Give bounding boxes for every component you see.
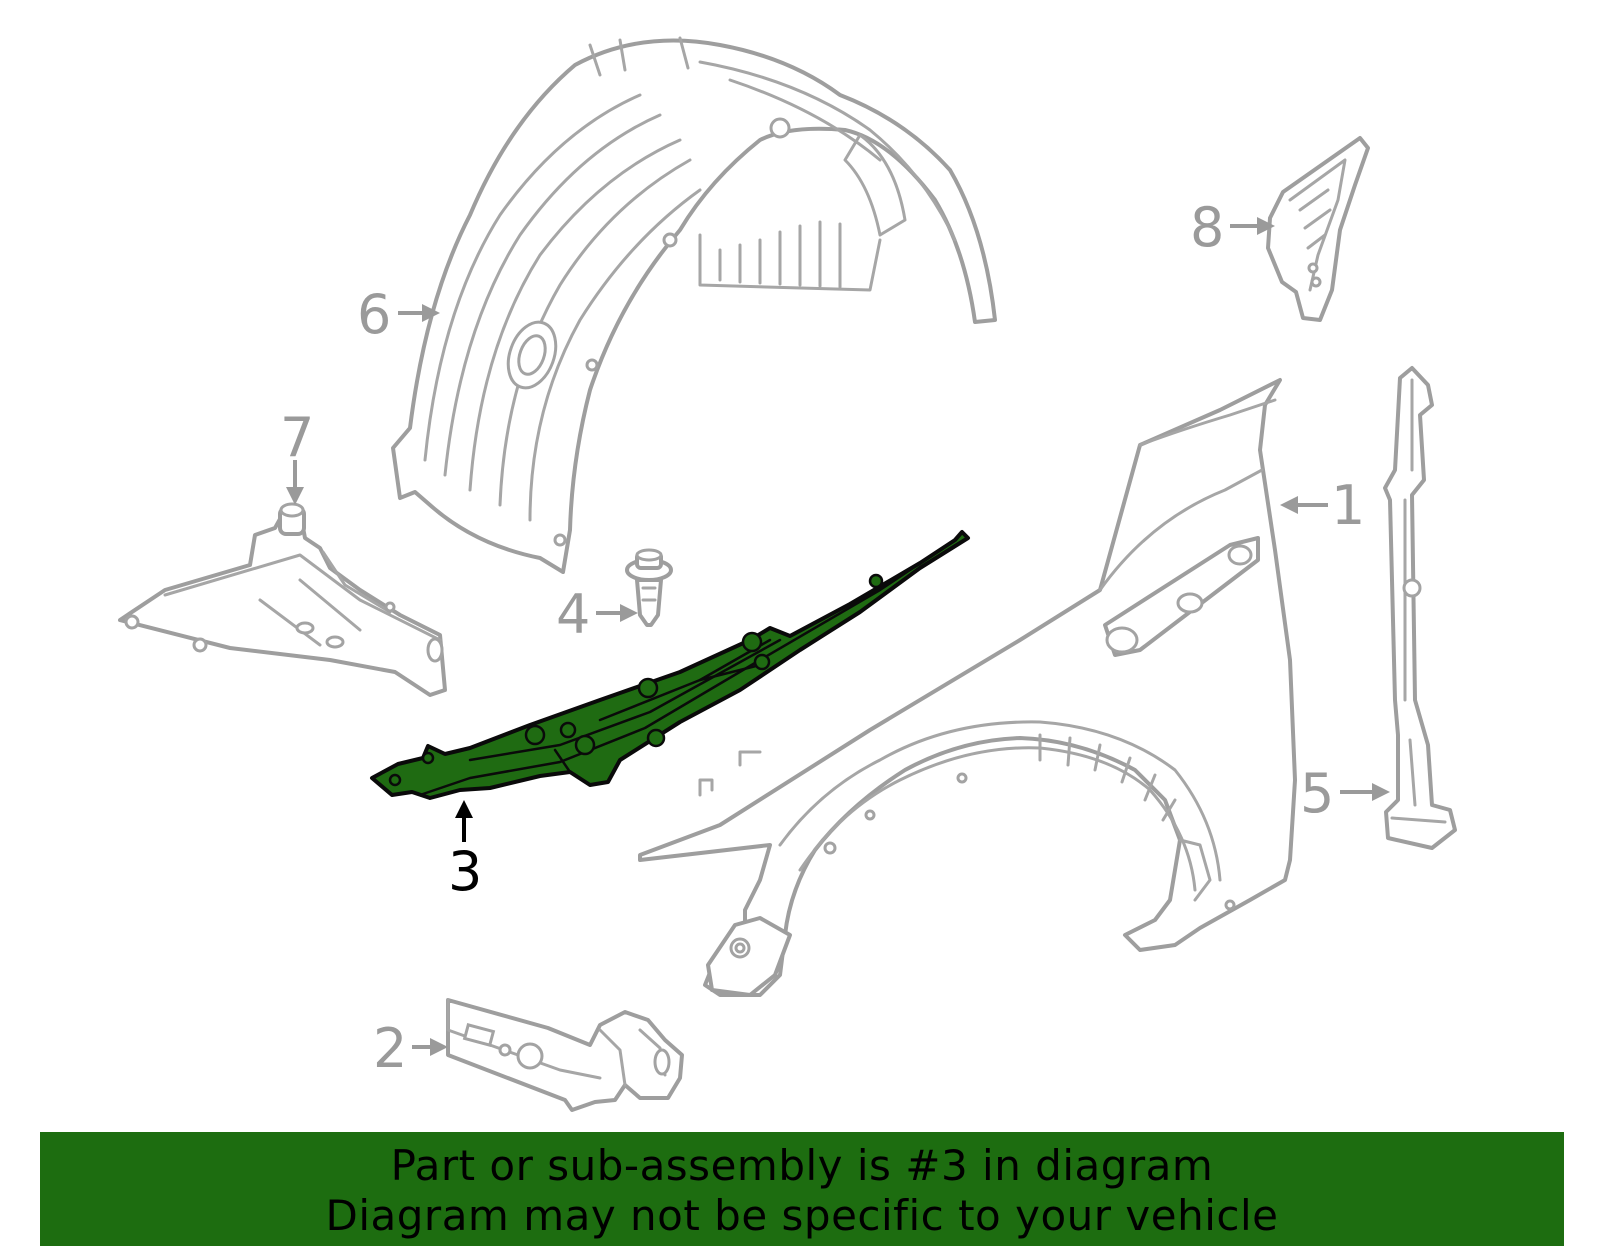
part-3-highlighted-panel [370, 530, 970, 800]
part-8-bracket [1266, 136, 1370, 322]
callout-7: 7 [280, 406, 314, 469]
callout-5: 5 [1300, 762, 1334, 825]
banner-line-part: Part or sub-assembly is #3 in diagram [390, 1141, 1214, 1190]
leader-1 [1280, 496, 1328, 514]
leader-5 [1340, 783, 1390, 801]
banner-line-disclaimer: Diagram may not be specific to your vehi… [325, 1191, 1279, 1240]
callout-3: 3 [448, 840, 482, 903]
callout-8: 8 [1190, 196, 1224, 259]
part-2-bracket [446, 998, 684, 1112]
leader-2 [412, 1038, 448, 1056]
part-6-fender-liner [391, 36, 997, 574]
info-banner: Part or sub-assembly is #3 in diagram Di… [40, 1132, 1564, 1246]
part-7-bracket [118, 502, 447, 697]
leader-4 [596, 604, 638, 622]
part-1-fender [638, 378, 1297, 997]
callout-2: 2 [373, 1017, 407, 1080]
leader-8 [1230, 217, 1275, 235]
callout-6: 6 [357, 283, 391, 346]
leader-3 [455, 800, 473, 842]
leader-6 [398, 304, 440, 322]
part-5-seal [1383, 366, 1457, 850]
leader-7 [286, 460, 304, 505]
callout-1: 1 [1331, 474, 1365, 537]
part-4-clip [625, 548, 673, 627]
callout-4: 4 [556, 583, 590, 646]
